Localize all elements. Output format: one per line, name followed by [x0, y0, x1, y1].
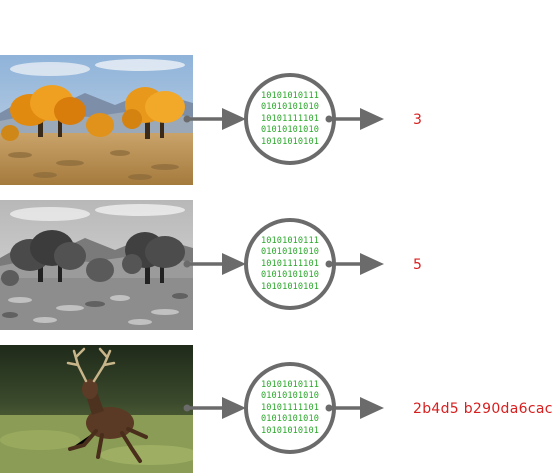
hash-function-circle — [244, 362, 336, 454]
binary-line: 01010101010 — [260, 247, 319, 258]
binary-line: 10101111101 — [260, 402, 319, 413]
binary-digits-block: 10101010111 01010101010 10101111101 0101… — [240, 380, 340, 437]
flow-row-2 — [183, 218, 384, 310]
binary-line: 10101010101 — [260, 136, 319, 147]
flow-row-1 — [183, 73, 384, 165]
output-arrowhead — [360, 108, 384, 130]
binary-line: 01010101010 — [260, 270, 319, 281]
autumn-trees-photo — [0, 55, 193, 185]
hash-function-circle — [244, 73, 336, 165]
input-arrowhead — [222, 397, 246, 419]
binary-line: 10101111101 — [260, 113, 319, 124]
grayscale-trees-photo — [0, 200, 193, 330]
binary-digits-block: 10101010111 01010101010 10101111101 0101… — [240, 236, 340, 293]
hash-output: 2b4d5 b290da6cac — [413, 401, 553, 417]
binary-line: 01010101010 — [260, 414, 319, 425]
output-arrowhead — [360, 253, 384, 275]
binary-line: 10101010111 — [260, 380, 319, 390]
flow-row-3 — [183, 362, 384, 454]
binary-line: 01010101010 — [260, 125, 319, 136]
binary-line: 10101111101 — [260, 258, 319, 269]
output-arrowhead — [360, 397, 384, 419]
hash-output: 3 — [413, 112, 423, 128]
input-arrowhead — [222, 108, 246, 130]
binary-line: 01010101010 — [260, 391, 319, 402]
binary-line: 10101010101 — [260, 281, 319, 292]
binary-digits-block: 10101010111 01010101010 10101111101 0101… — [240, 91, 340, 148]
binary-line: 01010101010 — [260, 102, 319, 113]
binary-line: 10101010111 — [260, 91, 319, 101]
binary-line: 10101010101 — [260, 425, 319, 436]
hash-function-circle — [244, 218, 336, 310]
running-deer-photo — [0, 345, 193, 473]
input-arrowhead — [222, 253, 246, 275]
hash-output: 5 — [413, 257, 423, 273]
binary-line: 10101010111 — [260, 236, 319, 246]
